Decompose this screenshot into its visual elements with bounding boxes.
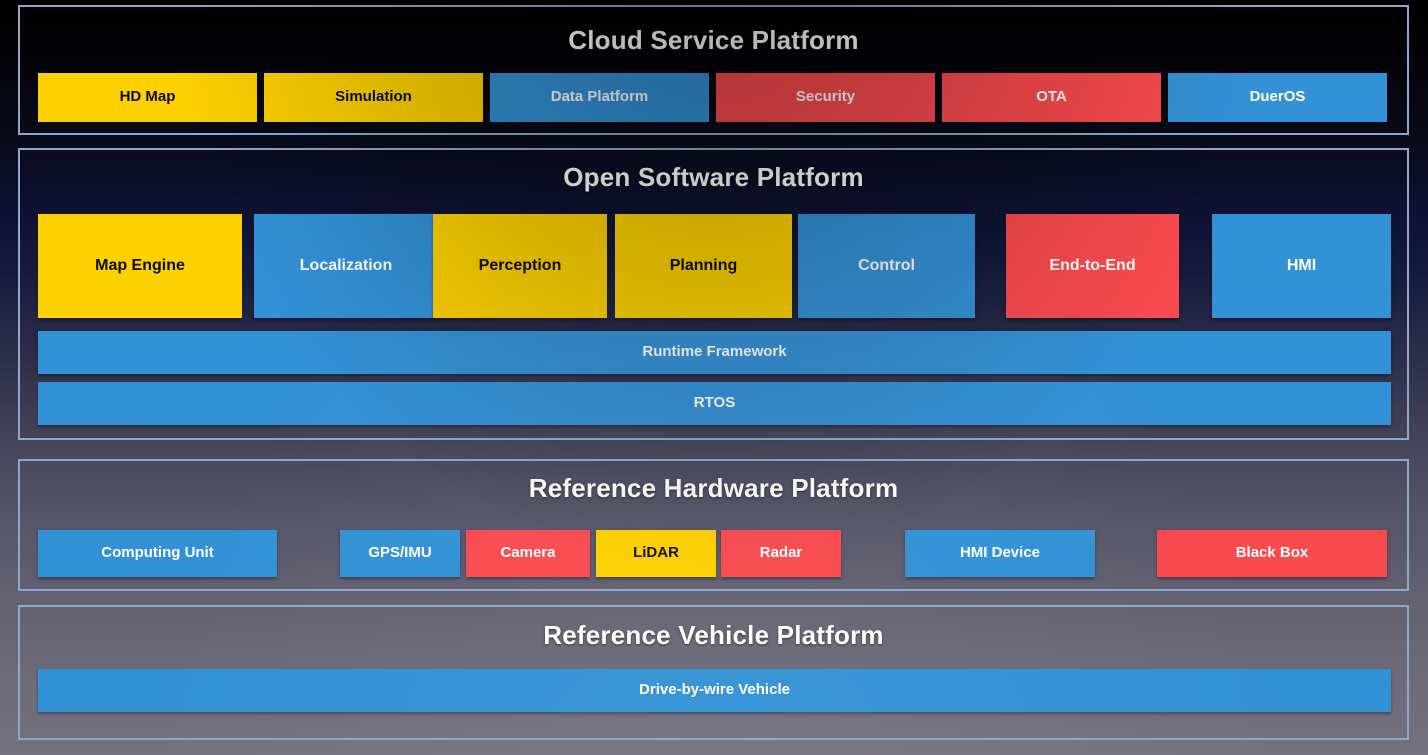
block-data-platform[interactable]: Data Platform: [490, 73, 709, 122]
layer-title-open-software-platform: Open Software Platform: [563, 162, 864, 192]
layer-title-reference-hardware-platform: Reference Hardware Platform: [528, 473, 899, 503]
block-planning[interactable]: Planning: [615, 214, 792, 318]
block-simulation[interactable]: Simulation: [264, 73, 483, 122]
block-perception[interactable]: Perception: [433, 214, 607, 318]
layer-panel-reference-vehicle-platform: Reference Vehicle Platform Drive-by-wire…: [18, 605, 1409, 740]
layer-title-reference-vehicle-platform: Reference Vehicle Platform: [543, 620, 884, 650]
block-rtos[interactable]: RTOS: [38, 382, 1391, 425]
block-hmi[interactable]: HMI: [1212, 214, 1391, 318]
block-radar[interactable]: Radar: [721, 530, 841, 577]
block-localization[interactable]: Localization: [254, 214, 438, 318]
block-end-to-end[interactable]: End-to-End: [1006, 214, 1179, 318]
layer-title-cloud-service-platform: Cloud Service Platform: [568, 25, 859, 55]
block-lidar[interactable]: LiDAR: [596, 530, 716, 577]
block-camera[interactable]: Camera: [466, 530, 590, 577]
block-computing-unit[interactable]: Computing Unit: [38, 530, 277, 577]
block-dueros[interactable]: DuerOS: [1168, 73, 1387, 122]
block-runtime-framework[interactable]: Runtime Framework: [38, 331, 1391, 374]
block-hmi-device[interactable]: HMI Device: [905, 530, 1095, 577]
layer-panel-open-software-platform: Open Software Platform Map Engine Locali…: [18, 148, 1409, 440]
block-black-box[interactable]: Black Box: [1157, 530, 1387, 577]
block-security[interactable]: Security: [716, 73, 935, 122]
block-ota[interactable]: OTA: [942, 73, 1161, 122]
block-hd-map[interactable]: HD Map: [38, 73, 257, 122]
block-drive-by-wire-vehicle[interactable]: Drive-by-wire Vehicle: [38, 669, 1391, 712]
block-control[interactable]: Control: [798, 214, 975, 318]
block-gps-imu[interactable]: GPS/IMU: [340, 530, 460, 577]
layer-panel-cloud-service-platform: Cloud Service Platform HD Map Simulation…: [18, 5, 1409, 135]
layer-panel-reference-hardware-platform: Reference Hardware Platform Computing Un…: [18, 459, 1409, 591]
block-map-engine[interactable]: Map Engine: [38, 214, 242, 318]
